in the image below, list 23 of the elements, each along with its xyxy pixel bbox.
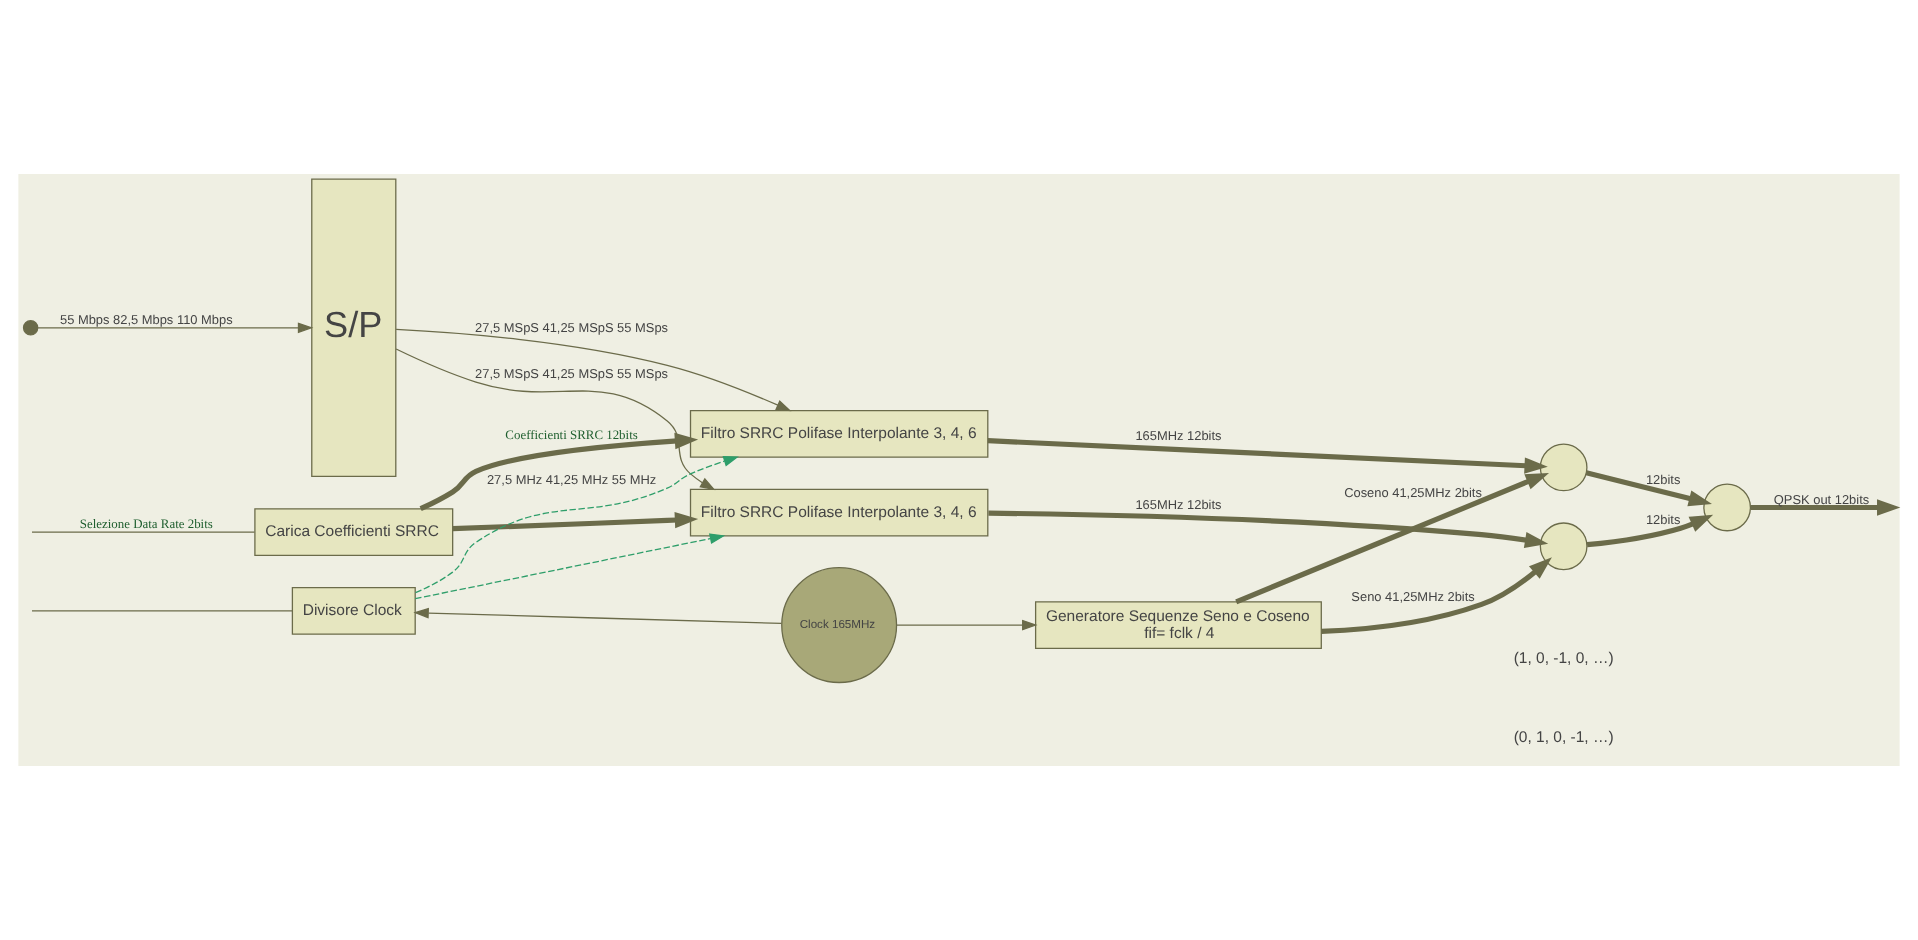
arrow: [1321, 557, 1552, 634]
connector: [31, 531, 256, 533]
arrow: [414, 533, 726, 600]
arrow: [988, 510, 1549, 549]
arrow: [1585, 470, 1712, 507]
arrow: [896, 619, 1038, 631]
arrow: [419, 432, 699, 512]
arrow: [414, 456, 739, 594]
arrow: [395, 328, 792, 412]
node-box: S/P: [311, 178, 397, 478]
arrow: [452, 511, 699, 532]
arrow: [1750, 499, 1901, 516]
node-circle: [1539, 522, 1588, 571]
arrow: [37, 322, 314, 334]
connector: [31, 610, 293, 612]
node-circle: [1703, 483, 1752, 532]
node-circle: [1539, 443, 1588, 492]
arrow: [413, 607, 783, 625]
arrow: [1235, 472, 1549, 605]
arrow: [395, 348, 716, 491]
arrow: [987, 438, 1548, 474]
arrow: [1586, 514, 1714, 548]
node-circle: [22, 320, 39, 336]
